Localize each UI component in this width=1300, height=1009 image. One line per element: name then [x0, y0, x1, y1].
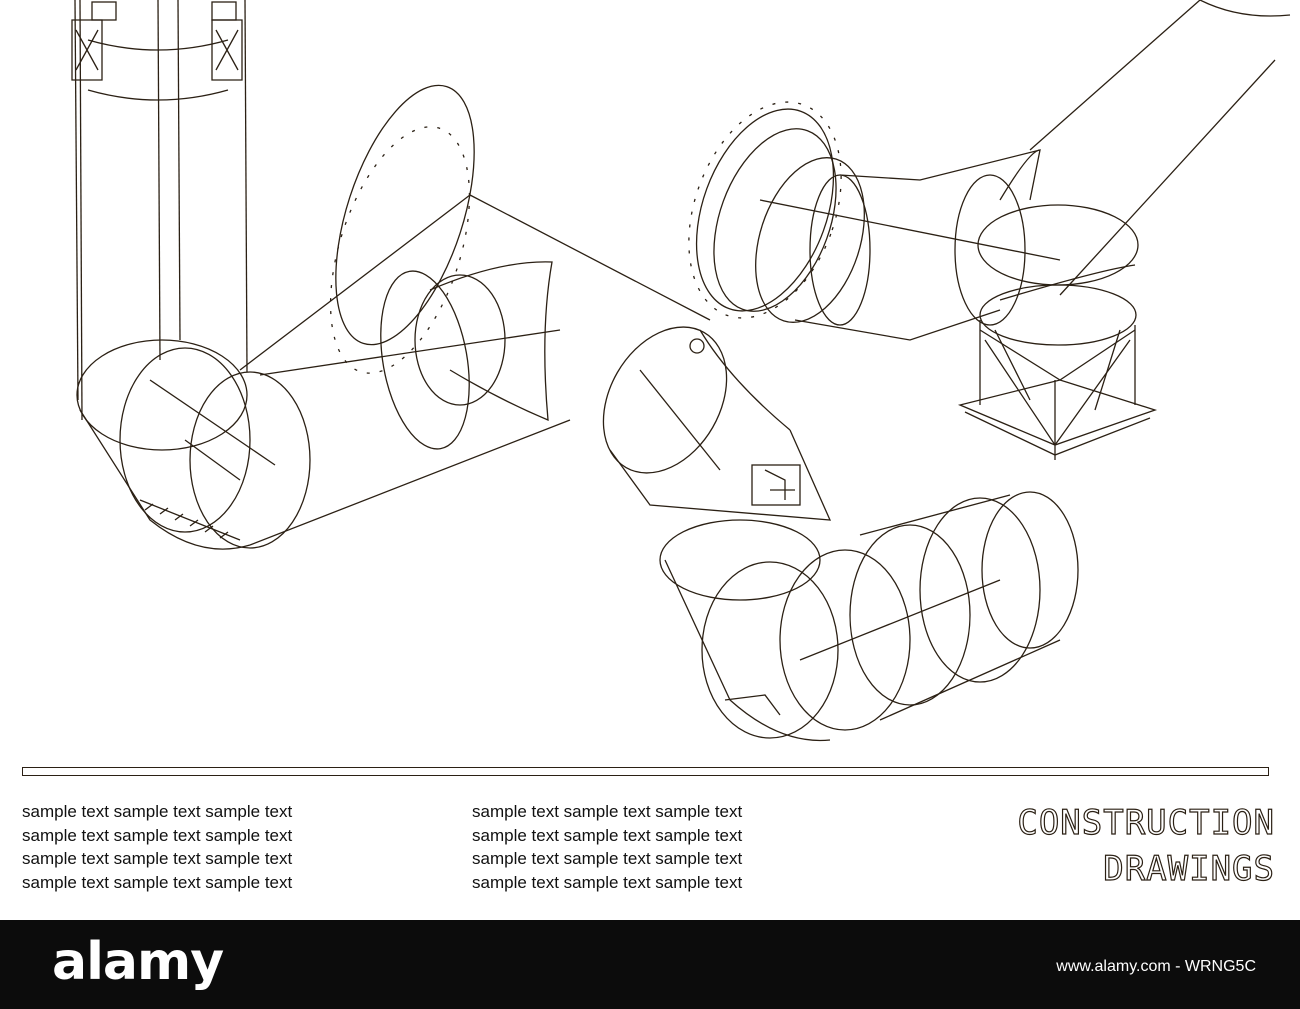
- sample-text-line: sample text sample text sample text: [472, 849, 743, 868]
- hopper-support-frame: [957, 320, 1158, 460]
- left-elbow-pipe: [76, 339, 311, 550]
- vertical-pipe-supports: [71, 0, 248, 421]
- bottom-pipe-assembly: [659, 491, 1079, 742]
- sample-text-line: sample text sample text sample text: [472, 825, 743, 845]
- upper-right-pipe-assembly: [695, 0, 1291, 346]
- image-id-label: www.alamy.com - WRNG5C: [1056, 958, 1256, 975]
- diagonal-pipe-segment: [239, 84, 711, 546]
- title-block-divider: [22, 767, 1269, 776]
- stock-watermark-bar: [0, 920, 1300, 1009]
- flange-bolt-ring-2: [688, 101, 842, 319]
- sample-text-left-column: sample text sample text sample text samp…: [22, 800, 292, 894]
- sample-text-line: sample text sample text sample text: [472, 802, 743, 821]
- title-drawings: DRAWINGS: [1103, 849, 1275, 889]
- sample-text-line: sample text sample text sample text: [22, 825, 293, 845]
- sample-text-line: sample text sample text sample text: [472, 872, 743, 892]
- middle-bend-pipe: [602, 326, 832, 521]
- sample-text-middle-column: sample text sample text sample text samp…: [472, 800, 742, 894]
- alamy-logo: alamy: [52, 932, 224, 992]
- flange-bolt-ring-1: [329, 126, 471, 374]
- pipeline-wireframe-drawing: [71, 0, 1291, 742]
- sample-text-line: sample text sample text sample text: [22, 849, 293, 868]
- sample-text-line: sample text sample text sample text: [22, 872, 293, 892]
- sample-text-line: sample text sample text sample text: [22, 802, 293, 821]
- title-construction: CONSTRUCTION: [1017, 803, 1275, 843]
